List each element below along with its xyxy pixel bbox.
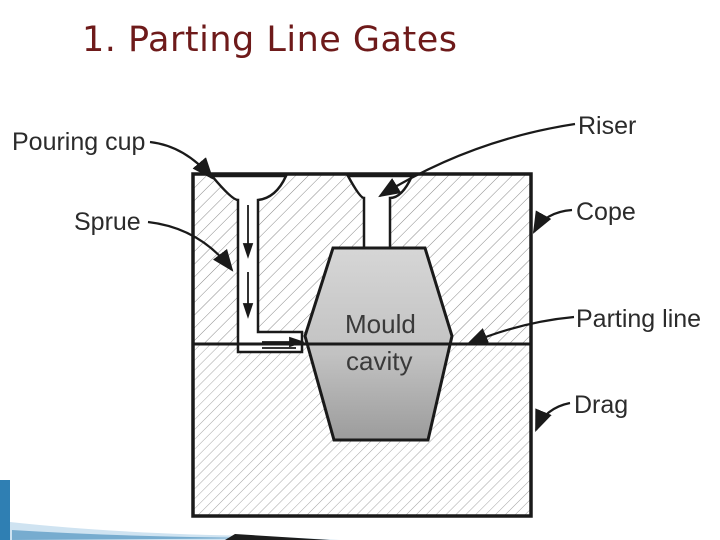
- label-pouring-cup: Pouring cup: [12, 128, 145, 156]
- cavity-label-line2: cavity: [346, 346, 412, 376]
- slide-accent-shape: [0, 480, 340, 540]
- label-riser: Riser: [578, 112, 636, 140]
- leader-lines: [147, 122, 576, 433]
- label-drag: Drag: [574, 391, 628, 419]
- label-cope: Cope: [576, 198, 636, 226]
- slide-title: 1. Parting Line Gates: [82, 20, 458, 60]
- flow-arrows: [242, 205, 305, 349]
- pouring-cup-cavity: [209, 174, 304, 354]
- label-parting-line: Parting line: [576, 305, 701, 333]
- label-sprue: Sprue: [74, 208, 141, 236]
- cavity-label-line1: Mould: [345, 309, 416, 339]
